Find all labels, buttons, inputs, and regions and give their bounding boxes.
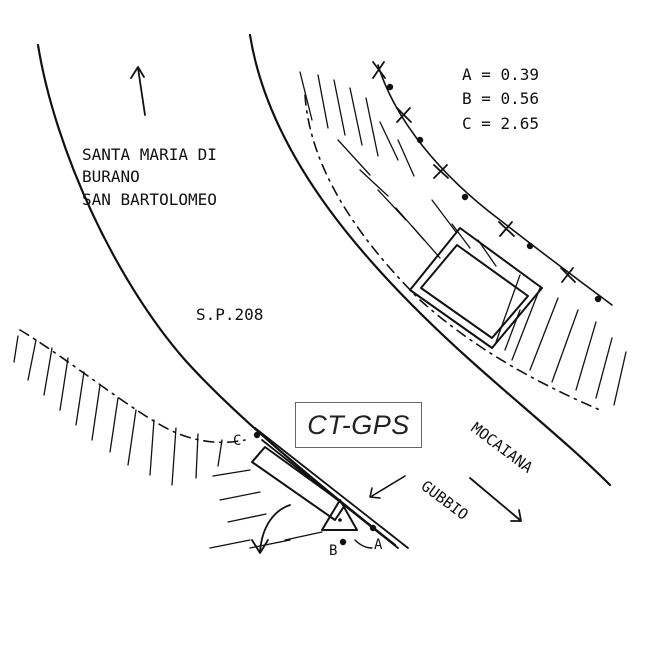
fence-dots bbox=[386, 83, 602, 303]
curved-arrow bbox=[259, 504, 291, 553]
station-label: CT-GPS bbox=[307, 409, 410, 440]
road-edge-right bbox=[248, 33, 612, 487]
destination-label-line2: BURANO bbox=[82, 167, 140, 186]
destination-label-line3: SAN BARTOLOMEO bbox=[82, 190, 217, 209]
street-label-gubbio: GUBBIO bbox=[418, 477, 472, 524]
measure-tick bbox=[354, 539, 373, 549]
embankment-hatching-right bbox=[299, 71, 627, 406]
curved-arrow-head bbox=[251, 539, 269, 554]
street-label-mocaiana: MOCAIANA bbox=[468, 419, 537, 477]
measure-arrow-head bbox=[369, 487, 381, 499]
point-a-label: A bbox=[374, 537, 383, 553]
embankment-line-upper bbox=[304, 94, 601, 411]
road-label: S.P.208 bbox=[196, 305, 263, 324]
road-shoulder-line-1 bbox=[254, 427, 409, 549]
point-c-dot bbox=[253, 431, 261, 439]
road-edge-left bbox=[36, 43, 397, 547]
north-arrow bbox=[130, 66, 146, 116]
point-b-dot bbox=[339, 538, 347, 546]
wall-structure bbox=[251, 446, 346, 521]
measure-c: C = 2.65 bbox=[462, 114, 539, 133]
destination-label-line1: SANTA MARIA DI bbox=[82, 145, 217, 164]
point-b-label: B bbox=[329, 543, 337, 559]
embankment-hatching-left bbox=[13, 335, 323, 549]
measure-arrow bbox=[371, 475, 406, 497]
direction-arrow-gubbio bbox=[469, 477, 522, 522]
station-label-box: CT-GPS bbox=[295, 402, 422, 448]
fence-crosses bbox=[372, 61, 576, 283]
point-c-label: C bbox=[233, 433, 241, 449]
measure-a: A = 0.39 bbox=[462, 65, 539, 84]
station-triangle-marker bbox=[321, 499, 358, 531]
point-a-dot bbox=[369, 524, 377, 532]
building-rectangle bbox=[409, 227, 543, 349]
measure-b: B = 0.56 bbox=[462, 89, 539, 108]
